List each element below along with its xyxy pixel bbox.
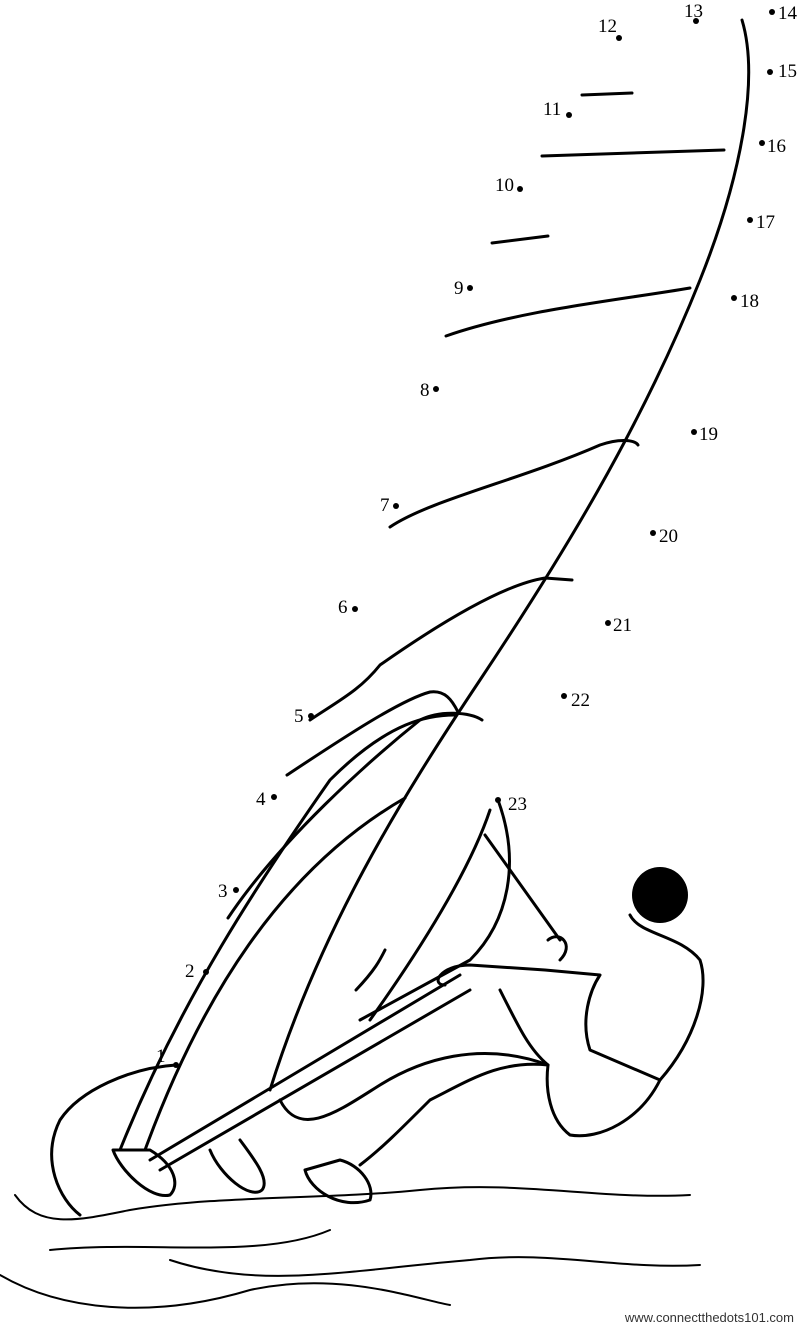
dot-label: 7 — [380, 495, 390, 516]
sail-leech — [118, 713, 457, 1152]
dot-3[interactable] — [233, 887, 239, 893]
hand — [546, 935, 568, 962]
dot-label: 9 — [454, 278, 464, 299]
dot-label: 12 — [598, 16, 617, 37]
dot-label: 5 — [294, 706, 304, 727]
dot-14[interactable] — [769, 9, 775, 15]
dot-label: 6 — [338, 597, 348, 618]
dot-label: 23 — [508, 794, 527, 815]
wave — [14, 1186, 691, 1221]
dot-1[interactable] — [173, 1062, 179, 1068]
dot-label: 1 — [156, 1046, 166, 1067]
dot-7[interactable] — [393, 503, 399, 509]
board-front — [50, 1063, 178, 1217]
dot-label: 10 — [495, 175, 514, 196]
batten — [444, 286, 692, 338]
dot-label: 15 — [778, 61, 797, 82]
wishbone — [148, 973, 472, 1172]
dot-17[interactable] — [747, 217, 753, 223]
dot-label: 11 — [543, 99, 561, 120]
dot-label: 16 — [767, 136, 786, 157]
dot-label: 8 — [420, 380, 430, 401]
wave — [0, 1274, 451, 1309]
dot-20[interactable] — [650, 530, 656, 536]
dot-label: 20 — [659, 526, 678, 547]
dot-21[interactable] — [605, 620, 611, 626]
sail-inner — [143, 796, 407, 1152]
dot-9[interactable] — [467, 285, 473, 291]
wave — [169, 1256, 701, 1277]
dot-19[interactable] — [691, 429, 697, 435]
wave — [49, 1229, 331, 1251]
dot-6[interactable] — [352, 606, 358, 612]
dot-label: 2 — [185, 961, 195, 982]
dot-4[interactable] — [271, 794, 277, 800]
sail-edge — [285, 690, 460, 777]
batten — [580, 91, 634, 97]
boom-inner — [368, 808, 492, 1022]
foot — [208, 1138, 266, 1194]
sail-detail — [354, 948, 387, 992]
dot-15[interactable] — [767, 69, 773, 75]
dot-label: 18 — [740, 291, 759, 312]
dot-12[interactable] — [616, 35, 622, 41]
dot-10[interactable] — [517, 186, 523, 192]
batten — [388, 439, 640, 529]
uphaul — [483, 833, 562, 942]
dot-16[interactable] — [759, 140, 765, 146]
head — [632, 867, 688, 923]
dot-label: 4 — [256, 789, 266, 810]
dot-23[interactable] — [495, 797, 501, 803]
batten — [490, 234, 550, 245]
line-art — [0, 18, 751, 1309]
footer-website: www.connectthedots101.com — [624, 1310, 794, 1325]
foot — [303, 1158, 373, 1205]
dot-label: 22 — [571, 690, 590, 711]
dot-label: 3 — [218, 881, 228, 902]
harness-line — [498, 988, 550, 1067]
leg-back — [278, 1052, 550, 1121]
dot-5[interactable] — [308, 713, 314, 719]
sail-edge — [226, 711, 484, 920]
dot-13[interactable] — [693, 18, 699, 24]
dot-18[interactable] — [731, 295, 737, 301]
foot — [111, 1148, 177, 1197]
batten — [540, 148, 726, 158]
dot-label: 19 — [699, 424, 718, 445]
batten — [308, 576, 574, 722]
mast-line — [268, 18, 751, 1092]
dot-8[interactable] — [433, 386, 439, 392]
dot-label: 13 — [684, 1, 703, 22]
torso — [436, 913, 705, 1082]
numbered-dots: 1 2 3 4 5 6 7 8 9 10 11 12 13 14 15 16 1… — [156, 1, 798, 1068]
dot-label: 14 — [778, 3, 798, 24]
dot-label: 17 — [756, 212, 775, 233]
dot-11[interactable] — [566, 112, 572, 118]
dot-label: 21 — [613, 615, 632, 636]
dot-22[interactable] — [561, 693, 567, 699]
dot-2[interactable] — [203, 969, 209, 975]
boom — [358, 798, 511, 1022]
legs — [358, 1062, 662, 1167]
